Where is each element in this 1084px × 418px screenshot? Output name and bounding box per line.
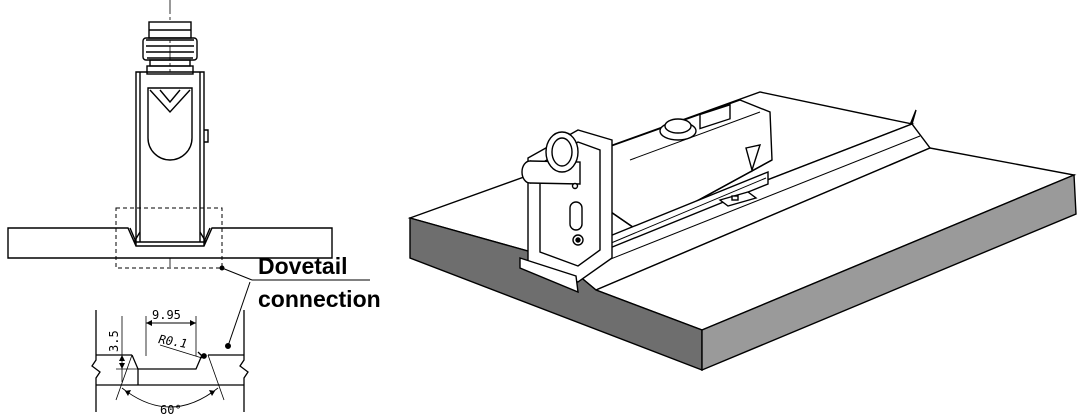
dovetail-label-line1: Dovetail (258, 253, 347, 279)
dim-width: 9.95 (152, 308, 181, 322)
dovetail-label-line2: connection (258, 286, 381, 312)
sensor-front-view (132, 0, 209, 270)
dim-angle: 60° (160, 403, 182, 417)
sensor-isometric (519, 99, 773, 294)
dim-depth: 3.5 (107, 330, 121, 352)
detail-leader (225, 281, 251, 349)
dim-radius: R0.1 (157, 332, 188, 351)
dovetail-leader (221, 267, 370, 281)
dovetail-detail (91, 310, 249, 412)
detail-box (115, 207, 223, 269)
